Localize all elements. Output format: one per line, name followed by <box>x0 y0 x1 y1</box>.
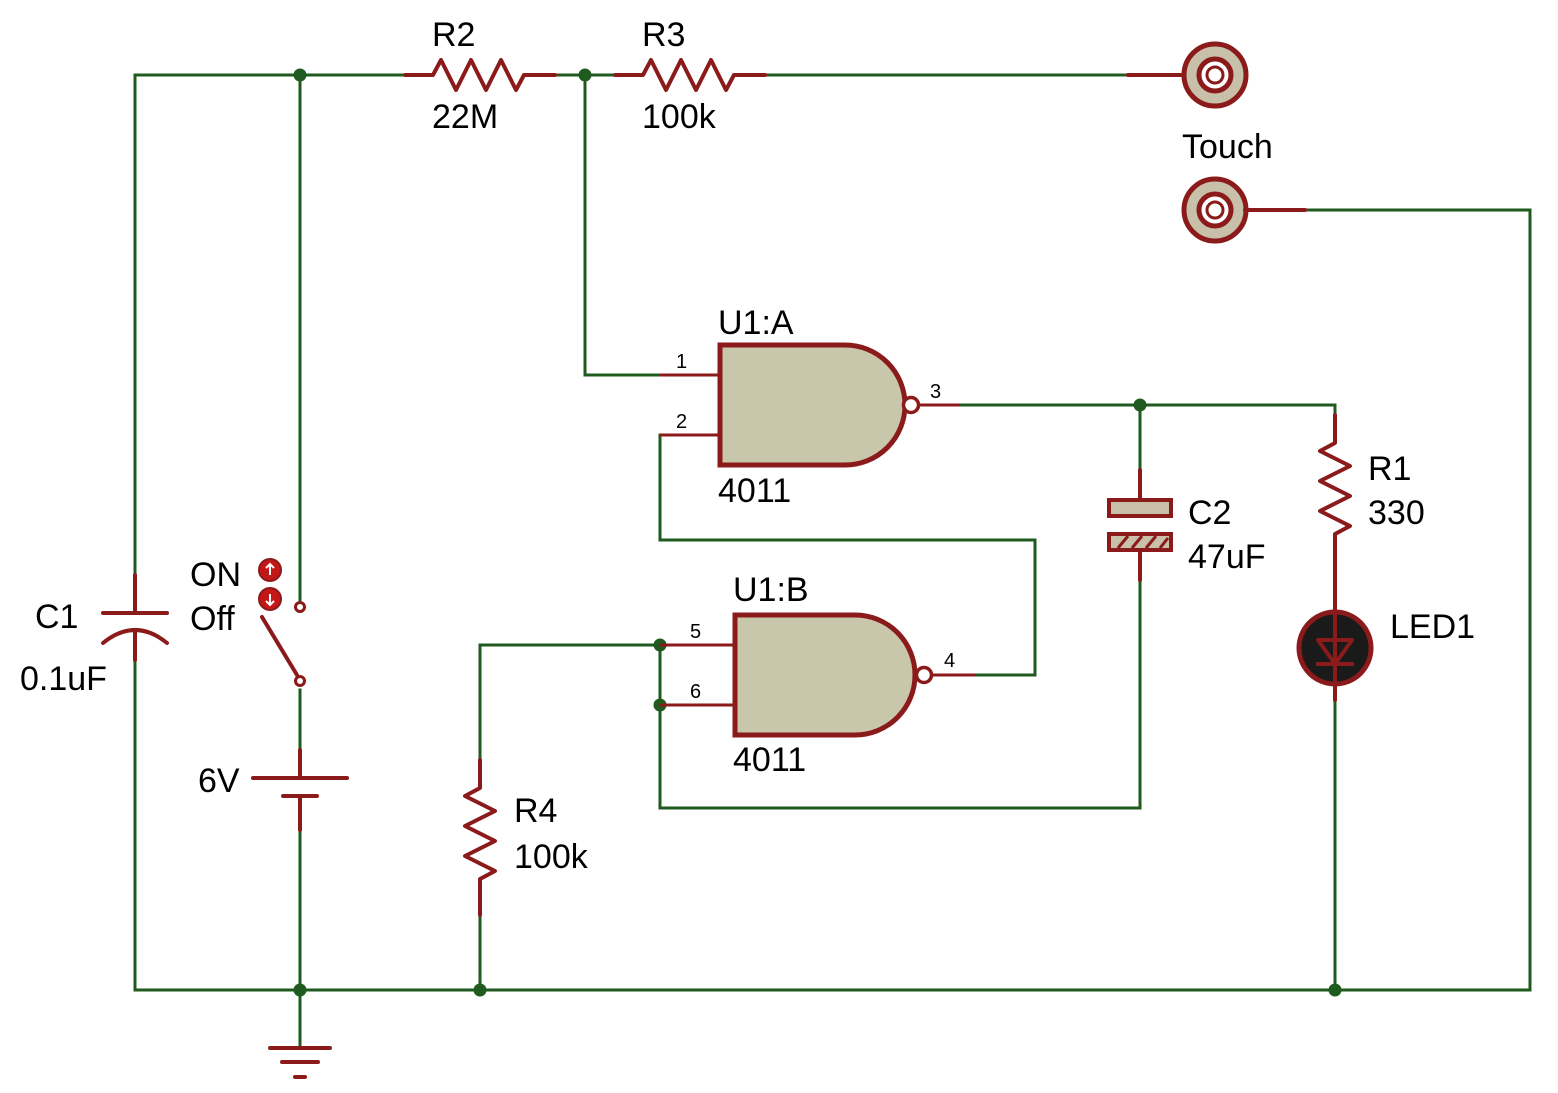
c1-ref: C1 <box>35 598 78 636</box>
u1a-ref: U1:A <box>718 304 794 342</box>
resistor-r3: R3 100k <box>613 16 767 136</box>
led1-ref: LED1 <box>1390 608 1475 646</box>
battery: 6V <box>198 748 349 832</box>
ground-icon <box>268 1046 332 1079</box>
r4-value: 100k <box>514 838 589 876</box>
switch-on-label: ON <box>190 556 241 594</box>
battery-value: 6V <box>198 762 240 800</box>
u1a-pin-3: 3 <box>930 381 941 403</box>
nand-gate-u1b: U1:B 4011 5 6 4 <box>660 571 975 779</box>
c2-ref: C2 <box>1188 494 1231 532</box>
c2-value: 47uF <box>1188 538 1266 576</box>
r1-ref: R1 <box>1368 450 1411 488</box>
switch[interactable]: ON Off <box>190 556 306 687</box>
touch-label: Touch <box>1182 128 1273 166</box>
r3-ref: R3 <box>642 16 685 54</box>
r1-value: 330 <box>1368 494 1425 532</box>
u1b-ref: U1:B <box>733 571 809 609</box>
touch-terminals: Touch <box>1126 41 1307 244</box>
u1b-pin-4: 4 <box>944 650 955 672</box>
r2-ref: R2 <box>432 16 475 54</box>
resistor-r2: R2 22M <box>403 16 557 136</box>
u1b-pin-6: 6 <box>690 681 701 703</box>
touch-terminal-1 <box>1181 41 1249 109</box>
nand-gate-u1a: U1:A 4011 1 2 3 <box>660 304 960 510</box>
u1a-pin-2: 2 <box>676 411 687 433</box>
resistor-r1: R1 330 <box>1318 413 1425 567</box>
u1b-pin-5: 5 <box>690 621 701 643</box>
r4-ref: R4 <box>514 792 557 830</box>
u1a-pin-1: 1 <box>676 351 687 373</box>
r3-value: 100k <box>642 98 717 136</box>
u1b-part: 4011 <box>733 741 806 779</box>
c1-value: 0.1uF <box>20 660 107 698</box>
u1a-part: 4011 <box>718 472 791 510</box>
switch-off-label: Off <box>190 600 235 638</box>
switch-off-button[interactable] <box>258 587 282 611</box>
capacitor-c1: C1 0.1uF <box>20 573 169 698</box>
wires <box>133 73 1532 1047</box>
touch-terminal-2 <box>1181 176 1249 244</box>
led-led1: LED1 <box>1296 563 1475 702</box>
r2-value: 22M <box>432 98 498 136</box>
switch-on-button[interactable] <box>258 558 282 582</box>
resistor-r4: R4 100k <box>463 758 589 917</box>
capacitor-c2: C2 47uF <box>1107 468 1266 582</box>
